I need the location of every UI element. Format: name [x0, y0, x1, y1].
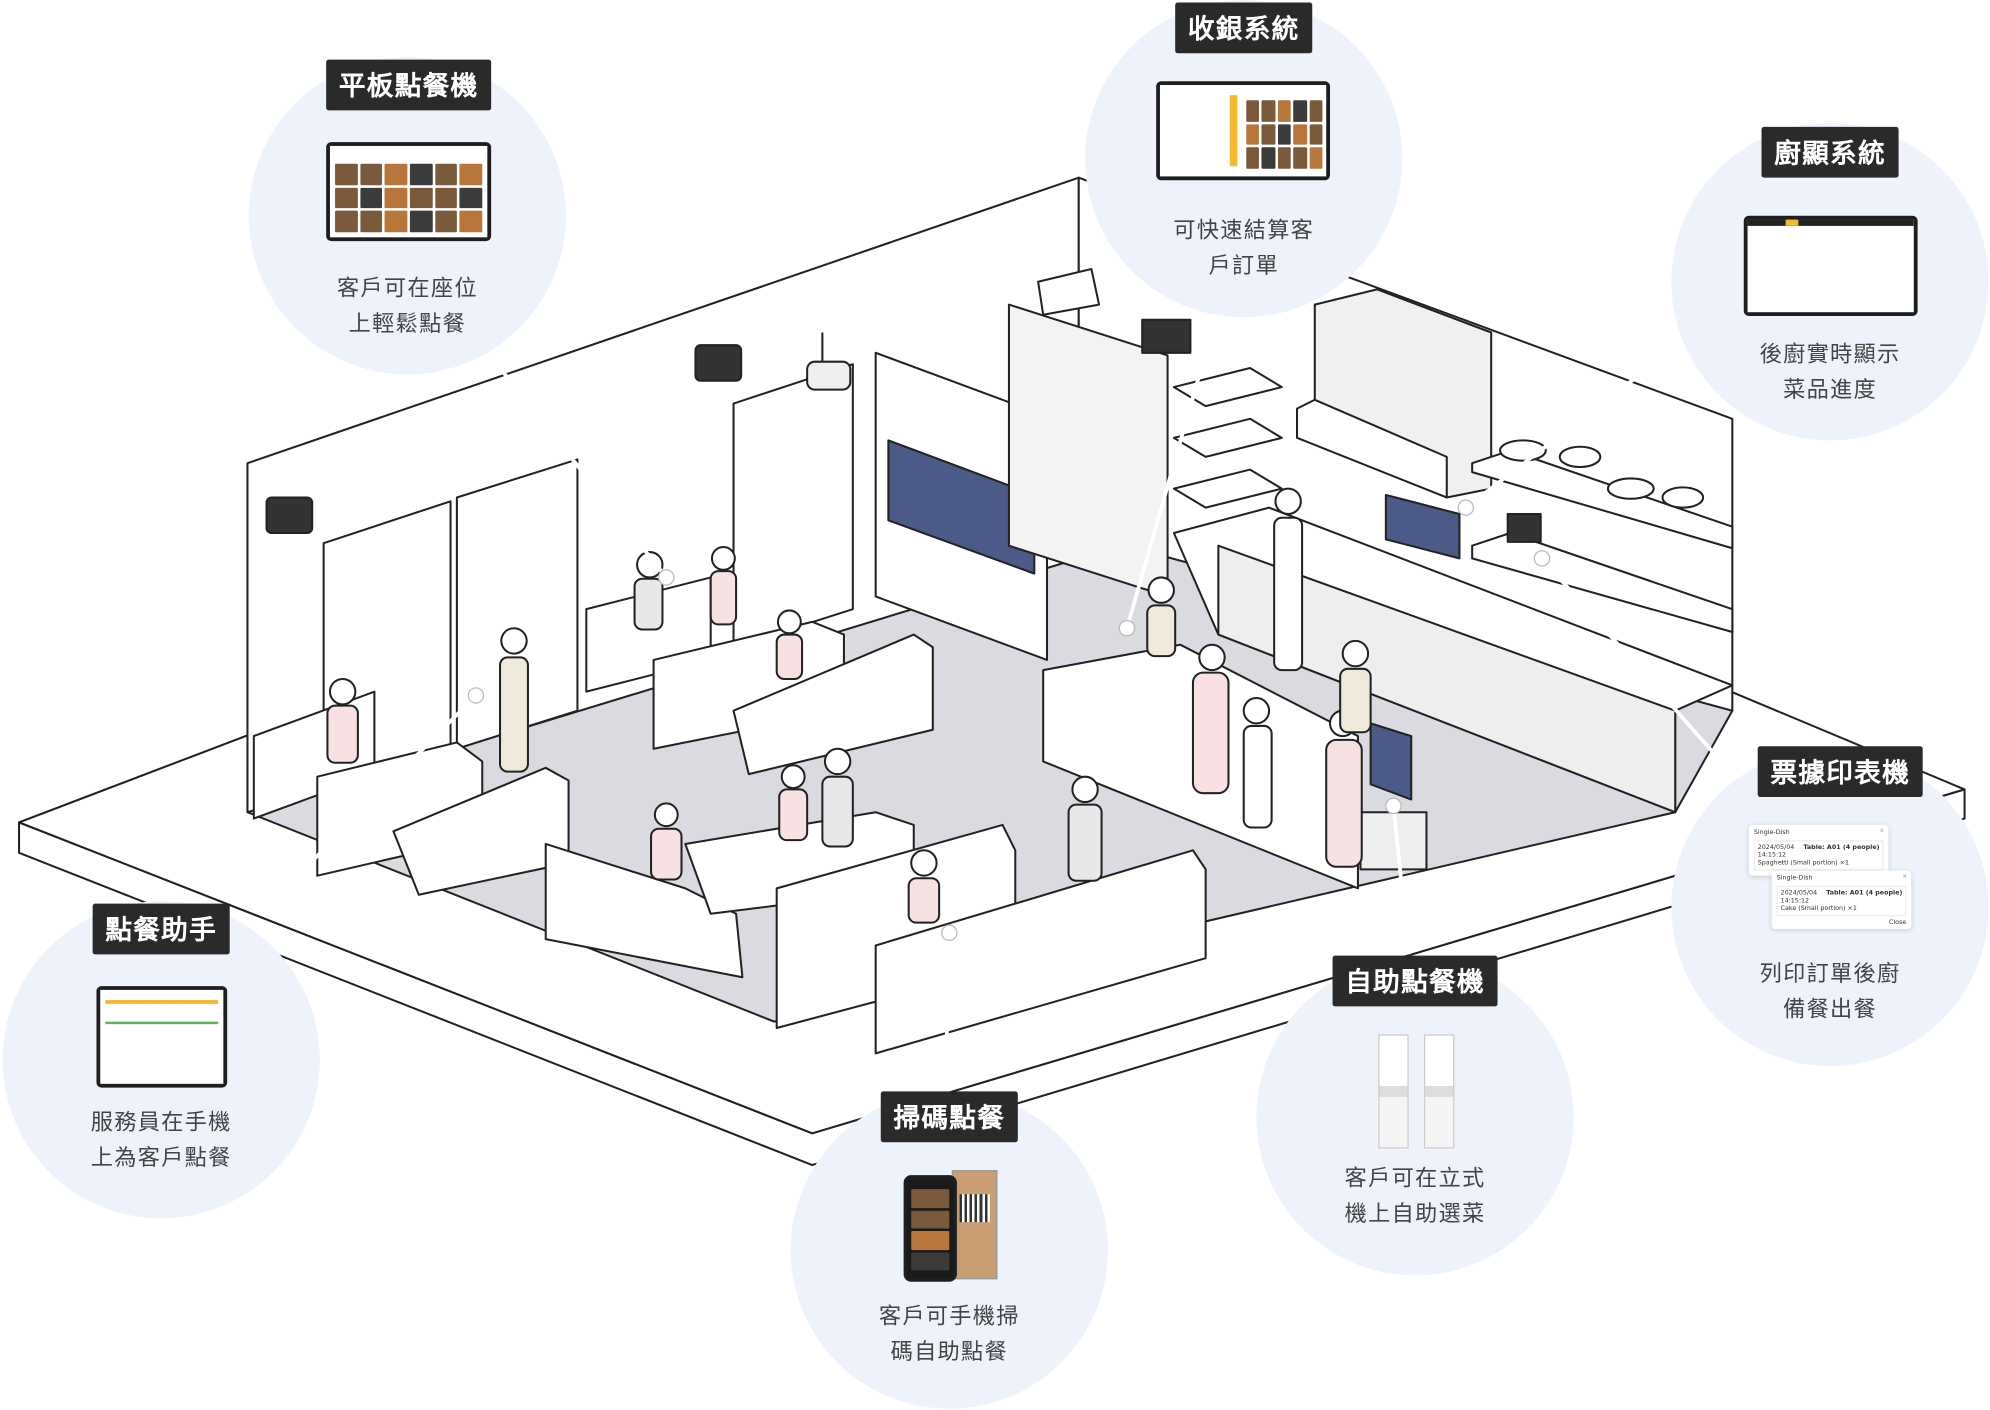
qr-ordering-label: 掃碼點餐: [880, 1091, 1018, 1143]
close-icon[interactable]: ×: [1902, 873, 1908, 881]
kitchen-screen: [1384, 493, 1461, 560]
qr-code-stand: [951, 1170, 998, 1280]
qr-ordering-description: 客戶可手機掃碼自助點餐: [878, 1304, 1020, 1366]
printer-label: 票據印表機: [1757, 746, 1923, 797]
tv-screen: [887, 439, 1036, 575]
kiosk-bubble: [1256, 958, 1574, 1276]
phone-menu-screenshot: [903, 1175, 957, 1282]
receipt-card: Single-Dish× Table: A01 (4 people)2024/0…: [1771, 870, 1912, 929]
kds-description: 後廚實時顯示菜品進度: [1759, 342, 1901, 404]
kiosk-description: 客戶可在立式機上自助選菜: [1344, 1166, 1486, 1228]
assistant-label: 點餐助手: [92, 903, 230, 955]
receipt-card: Single-Dish× Table: A01 (4 people)2024/0…: [1748, 824, 1889, 876]
tablet-menu-screenshot: [326, 142, 492, 242]
people: [326, 487, 1372, 924]
assistant-description: 服務員在手機上為客戶點餐: [90, 1110, 232, 1172]
pos-screenshot: [1156, 81, 1331, 181]
close-icon[interactable]: ×: [1879, 827, 1885, 836]
tablet-ordering-label: 平板點餐機: [326, 59, 492, 111]
tablet-ordering-description: 客戶可在座位上輕鬆點餐: [336, 276, 478, 338]
window: [455, 458, 579, 750]
assistant-screenshot: [96, 986, 228, 1088]
kiosk-screen: [1369, 722, 1413, 801]
receipt-close-button[interactable]: Close: [1888, 918, 1907, 927]
kiosk-label: 自助點餐機: [1332, 955, 1498, 1007]
kds-label: 廚顯系統: [1761, 126, 1899, 178]
pos-description: 可快速結算客戶訂單: [1173, 218, 1315, 280]
kds-screenshot: [1743, 215, 1918, 317]
kiosk-device-icon: [1378, 1034, 1409, 1149]
kiosk-device-icon: [1423, 1034, 1455, 1149]
printer-description: 列印訂單後廚備餐出餐: [1759, 961, 1901, 1023]
leader-lines: [258, 316, 1734, 1092]
pos-label: 收銀系統: [1175, 2, 1313, 54]
